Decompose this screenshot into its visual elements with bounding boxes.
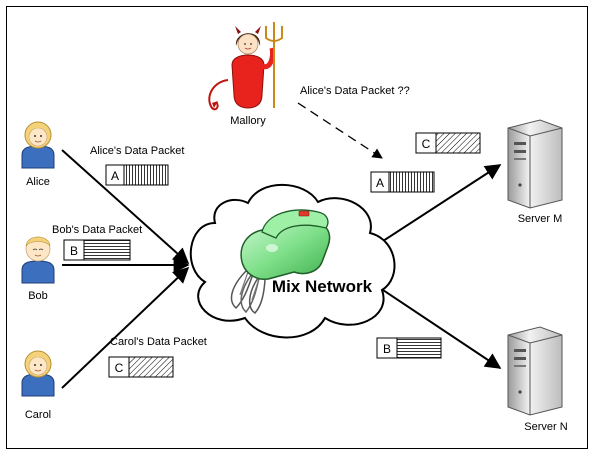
mix-network-label: Mix Network	[272, 277, 373, 296]
packet-b-inbound-letter: B	[70, 244, 78, 258]
bob-packet-caption: Bob's Data Packet	[52, 224, 142, 236]
packet-b-inbound: B	[63, 239, 131, 261]
packet-c-inbound-letter: C	[115, 361, 124, 375]
packet-a-inbound-letter: A	[111, 169, 119, 183]
mallory-dashed-arrow	[297, 102, 383, 159]
carol-label: Carol	[25, 409, 51, 421]
server-n-label: Server N	[524, 421, 567, 433]
mix-to-server-n-arrow	[379, 287, 502, 369]
alice-packet-caption: Alice's Data Packet	[90, 145, 184, 157]
mallory-question-caption: Alice's Data Packet ??	[300, 85, 410, 97]
packet-b-outbound-letter: B	[383, 342, 391, 356]
packet-c-outbound: C	[415, 132, 481, 154]
alice-person-icon	[21, 121, 55, 169]
server-m-label: Server M	[518, 213, 563, 225]
packet-a-outbound-letter: A	[376, 176, 384, 190]
mix-to-server-m-arrow	[379, 164, 502, 244]
carol-packet-caption: Carol's Data Packet	[110, 336, 207, 348]
packet-a-inbound: A	[105, 164, 169, 186]
alice-label: Alice	[26, 176, 50, 188]
hand-mixer-icon	[230, 209, 331, 314]
devil-icon	[208, 22, 283, 111]
packet-a-outbound: A	[370, 171, 435, 193]
server-m-icon	[507, 119, 563, 209]
bob-person-icon	[21, 236, 55, 284]
carol-person-icon	[21, 350, 55, 397]
mallory-label: Mallory	[230, 115, 266, 127]
carol-to-mix-arrow	[61, 266, 190, 389]
packet-c-outbound-letter: C	[422, 137, 431, 151]
server-n-icon	[507, 326, 563, 416]
packet-b-outbound: B	[376, 337, 442, 359]
alice-to-mix-arrow	[61, 149, 190, 265]
packet-c-inbound: C	[108, 356, 174, 378]
bob-label: Bob	[28, 290, 48, 302]
